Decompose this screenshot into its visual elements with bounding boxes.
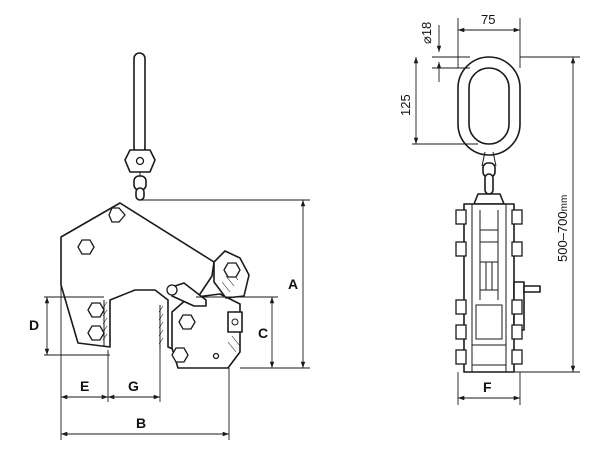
side-view-dimensions: A C D E G B: [29, 199, 310, 440]
hex-bolt-shape: [108, 207, 126, 223]
dim-unit: mm: [559, 195, 570, 212]
front-view-dimensions: ⌀18 75 125 500–700mm F: [398, 12, 580, 405]
label-c: C: [258, 325, 268, 341]
label-b: B: [136, 415, 146, 431]
jaw-pad-hatching: [102, 269, 241, 353]
label-f: F: [483, 379, 492, 395]
lifting-link-shape: [133, 52, 146, 154]
dim-ring-height: 125: [398, 94, 413, 116]
label-a: A: [288, 276, 298, 292]
master-ring-inner: [468, 67, 510, 145]
label-g: G: [128, 378, 139, 394]
side-view: [60, 52, 250, 369]
dim-total-value: 500–700: [555, 211, 570, 262]
lever-plate-shape: [171, 293, 241, 369]
label-e: E: [80, 378, 89, 394]
dim-ring-width: 75: [481, 12, 495, 27]
dim-ring-wire: ⌀18: [419, 22, 434, 44]
lock-handle-shape: [171, 282, 207, 307]
front-bolts: [455, 209, 523, 365]
pin-box-shape: [227, 311, 243, 333]
dim-total-length: 500–700mm: [555, 195, 570, 262]
front-view: [455, 56, 541, 373]
label-d: D: [29, 317, 39, 333]
